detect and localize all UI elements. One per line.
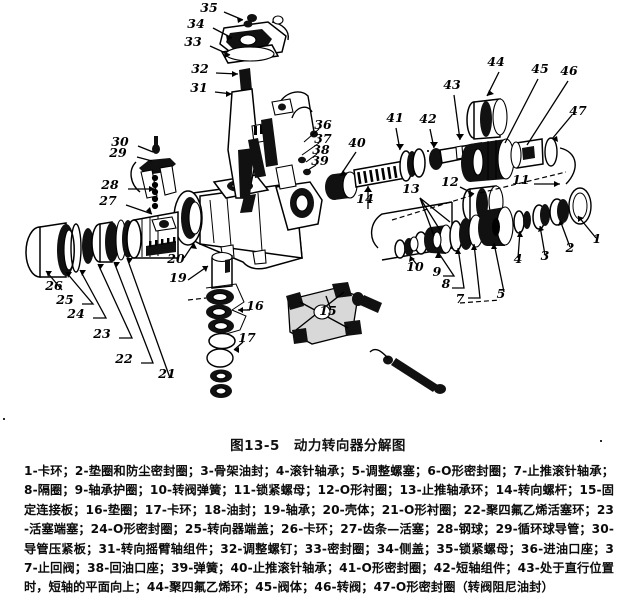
callout-number-43: 43	[443, 77, 461, 92]
callout-number-47: 47	[569, 103, 587, 118]
callout-number-21: 21	[157, 366, 175, 381]
callout-number-41: 41	[386, 110, 403, 125]
callout-number-23: 23	[92, 326, 111, 341]
callout-number-26: 26	[44, 278, 63, 293]
callout-number-7: 7	[456, 291, 465, 306]
callout-number-17: 17	[238, 330, 256, 345]
callout-number-19: 19	[169, 270, 187, 285]
callout-number-32: 32	[191, 61, 209, 76]
callout-number-13: 13	[402, 181, 420, 196]
callout-number-5: 5	[497, 286, 506, 301]
callout-number-38: 38	[312, 142, 330, 157]
port-and-check-valve-assembly	[248, 91, 318, 190]
mounting-bracket	[286, 282, 446, 394]
callout-number-8: 8	[442, 276, 451, 291]
rack-piston-assembly	[25, 211, 179, 278]
figure-legend-parts-list: 1-卡环；2-垫圈和防尘密封圈；3-骨架油封；4-滚针轴承；5-调整螺塞；6-O…	[24, 464, 614, 595]
callout-number-12: 12	[441, 174, 459, 189]
callout-number-4: 4	[514, 251, 523, 266]
callout-number-14: 14	[356, 191, 373, 206]
callout-number-11: 11	[512, 172, 529, 187]
callout-number-25: 25	[55, 292, 73, 307]
leader-lines	[45, 11, 597, 379]
callout-number-34: 34	[187, 16, 204, 31]
seal-and-washer-stack	[187, 251, 247, 398]
callout-number-29: 29	[108, 145, 127, 160]
callout-number-15: 15	[319, 303, 336, 318]
diagram-canvas: 1234578910111213141516171920212223242526…	[25, 0, 601, 398]
callout-numbers: 1234578910111213141516171920212223242526…	[44, 0, 601, 381]
callout-number-42: 42	[419, 111, 437, 126]
figure-title: 图13-5 动力转向器分解图	[230, 438, 406, 454]
callout-number-35: 35	[200, 0, 217, 15]
callout-number-22: 22	[114, 351, 133, 366]
callout-number-3: 3	[541, 248, 550, 263]
callout-number-33: 33	[184, 34, 202, 49]
figure-caption-block: 图13-5 动力转向器分解图 1-卡环；2-垫圈和防尘密封圈；3-骨架油封；4-…	[0, 428, 636, 595]
callout-number-24: 24	[66, 306, 84, 321]
callout-number-40: 40	[348, 135, 366, 150]
callout-number-9: 9	[433, 264, 442, 279]
callout-number-44: 44	[487, 54, 504, 69]
callout-number-39: 39	[311, 153, 329, 168]
callout-number-45: 45	[531, 61, 548, 76]
callout-number-37: 37	[314, 131, 332, 146]
callout-number-27: 27	[98, 193, 117, 208]
callout-number-20: 20	[166, 251, 185, 266]
ball-guide-assembly	[130, 136, 177, 210]
callout-number-31: 31	[190, 80, 207, 95]
callout-number-2: 2	[565, 240, 575, 255]
callout-number-36: 36	[314, 117, 332, 132]
callout-number-46: 46	[560, 63, 578, 78]
callout-number-16: 16	[246, 298, 264, 313]
pitman-shaft-and-side-cover	[219, 14, 289, 213]
callout-number-30: 30	[111, 134, 129, 149]
callout-number-28: 28	[100, 177, 119, 192]
callout-number-10: 10	[406, 259, 424, 274]
valve-housing-stack	[371, 187, 592, 261]
callout-number-1: 1	[593, 231, 602, 246]
